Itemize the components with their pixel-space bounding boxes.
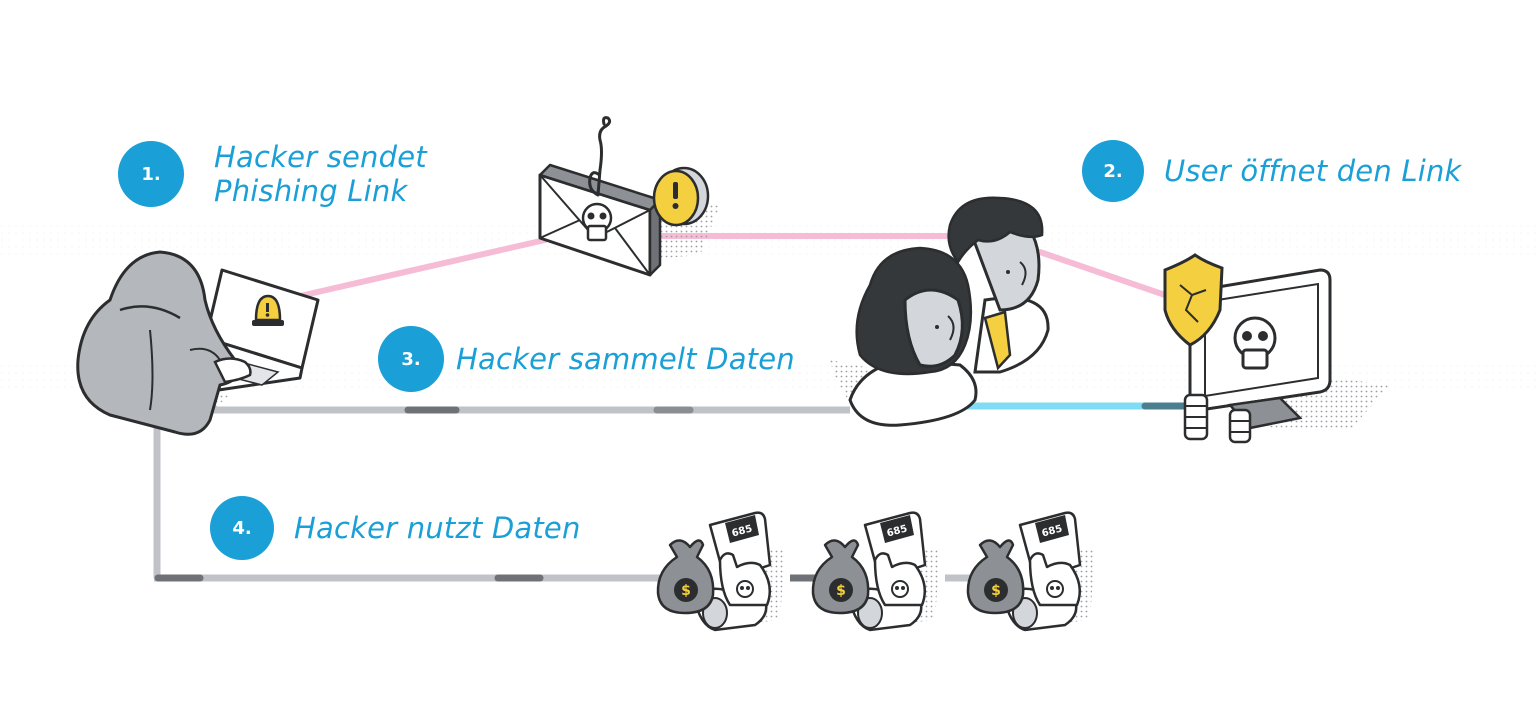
currency-symbol-text: $ <box>681 583 691 599</box>
loot-group: 685 $685 $685 $ <box>656 511 1095 632</box>
currency-symbol-text: $ <box>836 583 846 599</box>
step-2-label: User öffnet den Link <box>1164 154 1462 188</box>
cracked-shield-icon <box>1163 253 1224 347</box>
step-3: 3. Hacker sammelt Daten <box>378 326 795 392</box>
currency-symbol-text: $ <box>991 583 1001 599</box>
skull-icon <box>581 202 613 242</box>
money-bag-phone-icon: 685 $ <box>811 511 940 632</box>
phone-code-text: 685 <box>731 523 754 539</box>
step-1-label: Hacker sendet Phishing Link <box>214 140 427 208</box>
step-4-label: Hacker nutzt Daten <box>294 511 581 545</box>
step-3-number-badge: 3. <box>378 326 444 392</box>
step-2-number-badge: 2. <box>1082 140 1144 202</box>
two-users-icon <box>830 196 1050 427</box>
exclamation-coin-icon <box>652 166 710 227</box>
hacker-icon <box>76 250 320 436</box>
alert-siren-icon <box>252 294 284 326</box>
step-4: 4. Hacker nutzt Daten <box>210 496 581 560</box>
database-coins-icon <box>1183 393 1252 444</box>
phishing-mail-icon <box>538 116 720 277</box>
money-bag-phone-icon: 685 $ <box>966 511 1095 632</box>
step-3-label: Hacker sammelt Daten <box>456 342 795 376</box>
compromised-pc-icon <box>1163 253 1390 444</box>
phone-code-text: 685 <box>1041 523 1064 539</box>
fishhook-icon <box>588 116 612 197</box>
phone-code-text: 685 <box>886 523 909 539</box>
step-1: 1. Hacker sendet Phishing Link <box>118 140 427 208</box>
step-2: 2. User öffnet den Link <box>1082 140 1462 202</box>
step-1-number-badge: 1. <box>118 141 184 207</box>
path-step4-grey <box>153 425 975 582</box>
step-4-number-badge: 4. <box>210 496 274 560</box>
money-bag-phone-icon: 685 $ <box>656 511 785 632</box>
skull-icon <box>1233 316 1277 370</box>
